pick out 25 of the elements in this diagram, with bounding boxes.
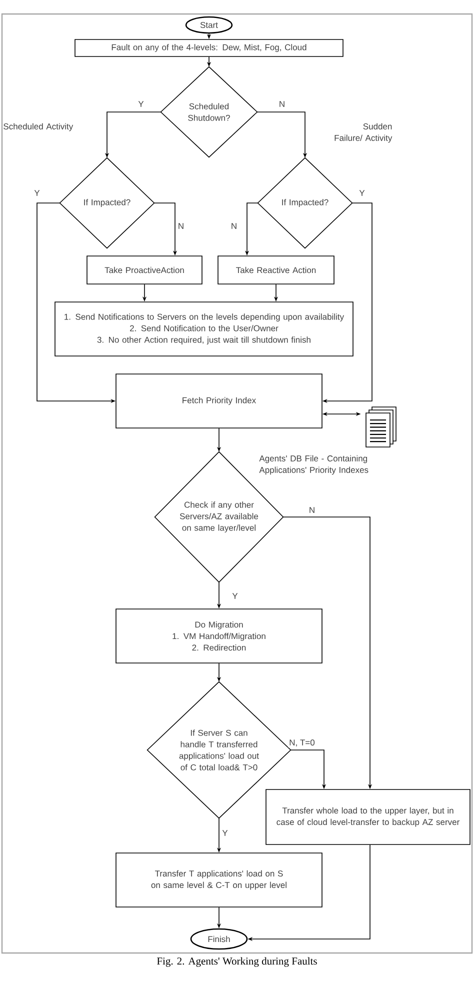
figure-caption: Fig. 2. Agents' Working during Faults: [157, 957, 317, 967]
process-box: Transfer whole load to the upper layer, but in case of cloud level-transfer to backup AZ server: [266, 789, 470, 845]
process-box: Do Migration 1. VM Handoff/Migration 2. Redirection: [116, 608, 322, 664]
branch-label: Scheduled Activity: [4, 123, 74, 132]
terminal-oval: Finish: [190, 928, 248, 950]
edge-label: Y: [221, 829, 229, 837]
edge-label: Y: [231, 592, 239, 600]
edge-label: N: [230, 222, 238, 230]
process-box: 1. Send Notifications to Servers on the levels depending upon availability 2. Send Notification to the User/Owner 3. No other Action required, just wait till shutdown finish: [54, 302, 354, 356]
process-box: Fault on any of the 4-levels: Dew, Mist, Fog, Cloud: [74, 39, 344, 57]
file-caption: Agents' DB File - Containing Applications' Priority Indexes: [259, 455, 368, 475]
edge-label: Y: [33, 189, 41, 197]
process-box: Fetch Priority Index: [116, 374, 322, 428]
terminal-oval: Start: [185, 16, 233, 34]
process-box: Take Reactive Action: [218, 256, 334, 284]
branch-label: Sudden Failure/ Activity: [334, 123, 392, 143]
edge-label: Y: [137, 100, 145, 108]
document-icon: [366, 406, 396, 448]
edge-label: N: [278, 100, 286, 108]
edge-label: N: [308, 506, 316, 514]
process-box: Transfer T applications' load on S on same level & C-T on upper level: [116, 852, 322, 908]
process-box: Take ProactiveAction: [86, 256, 202, 284]
edge-label: N, T=0: [288, 738, 316, 748]
edge-label: Y: [358, 189, 366, 197]
edge-label: N: [176, 222, 186, 230]
